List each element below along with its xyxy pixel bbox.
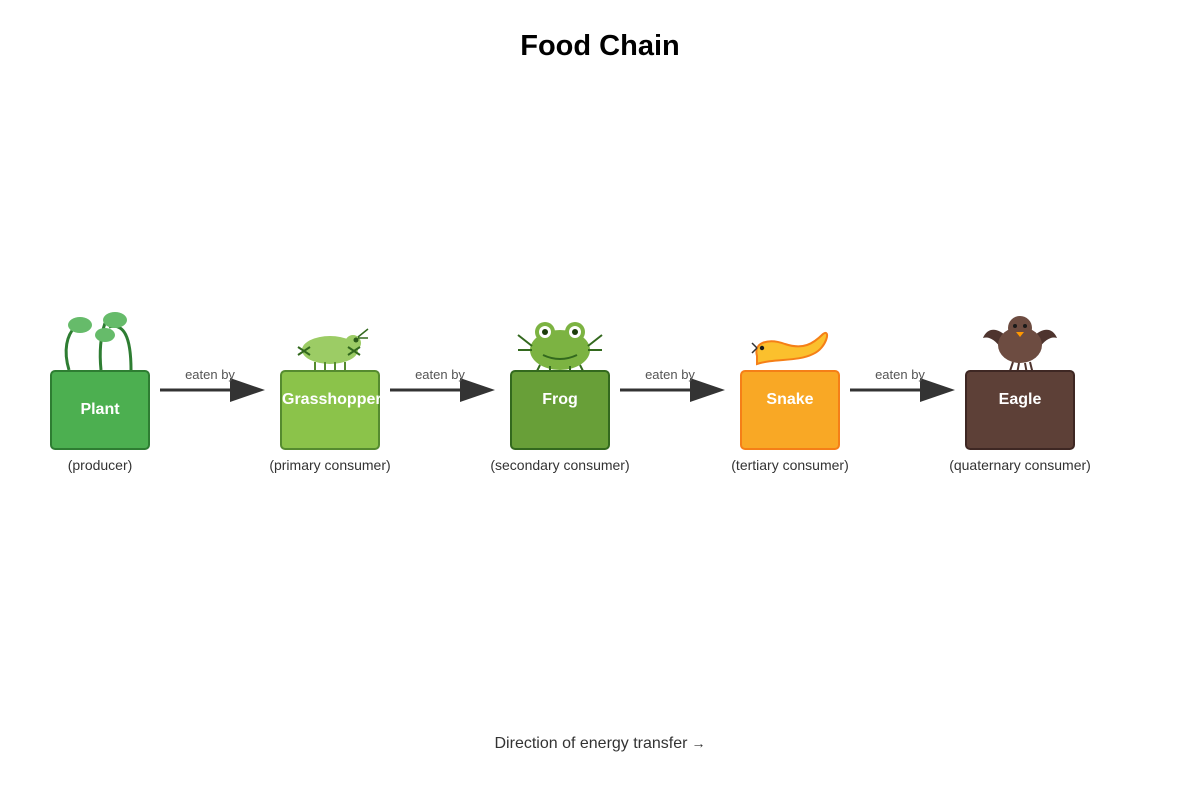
organism-role-frog: (secondary consumer) xyxy=(490,457,630,473)
diagram-title: Food Chain xyxy=(520,30,680,62)
grasshopper-icon xyxy=(297,328,369,371)
food-chain-diagram: eaten by eaten by eaten by eaten by Plan… xyxy=(0,300,1200,500)
arrow-4 xyxy=(850,378,955,402)
organism-role-grasshopper: (primary consumer) xyxy=(269,457,391,473)
organism-box-snake: Snake xyxy=(740,370,840,450)
arrow-label-4: eaten by xyxy=(875,367,925,382)
organism-box-grasshopper: Grasshopper xyxy=(280,370,382,450)
arrow-3 xyxy=(620,378,725,402)
organism-name-grasshopper: Grasshopper xyxy=(282,391,382,408)
energy-direction-text: Direction of energy transfer xyxy=(494,735,688,752)
arrow-right-icon: → xyxy=(691,735,706,751)
organism-name-plant: Plant xyxy=(80,401,120,418)
organism-box-plant: Plant xyxy=(50,370,150,450)
frog-icon xyxy=(517,322,603,376)
arrow-label-1: eaten by xyxy=(185,367,235,382)
organism-box-frog: Frog xyxy=(510,370,610,450)
organism-name-snake: Snake xyxy=(766,391,814,408)
organism-role-snake: (tertiary consumer) xyxy=(731,457,849,473)
organism-box-eagle: Eagle xyxy=(965,370,1075,450)
plant-icon xyxy=(64,312,133,371)
organism-role-plant: (producer) xyxy=(67,457,133,473)
arrow-label-3: eaten by xyxy=(645,367,695,382)
organism-role-eagle: (quaternary consumer) xyxy=(949,457,1091,473)
arrow-1 xyxy=(160,378,265,402)
arrow-label-2: eaten by xyxy=(415,367,465,382)
energy-direction-caption: Direction of energy transfer→ xyxy=(0,735,1200,753)
snake-icon xyxy=(751,331,829,366)
arrow-2 xyxy=(390,378,495,402)
eagle-icon xyxy=(983,316,1057,375)
organism-name-eagle: Eagle xyxy=(998,391,1042,408)
organism-name-frog: Frog xyxy=(542,391,578,408)
arrows-layer xyxy=(160,378,955,402)
